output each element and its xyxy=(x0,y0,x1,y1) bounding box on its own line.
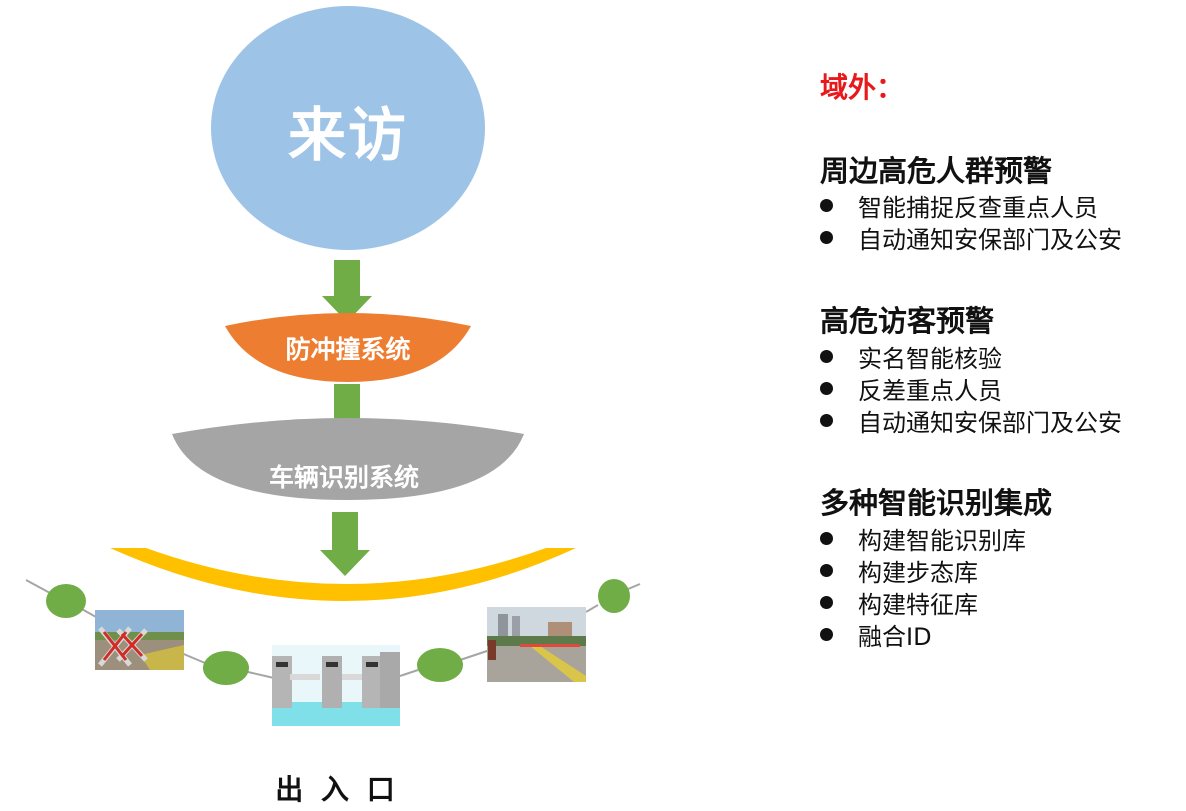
list-item-text: 自动通知安保部门及公安 xyxy=(858,409,1122,437)
list-item-text: 构建智能识别库 xyxy=(858,527,1026,555)
list-item-text: 实名智能核验 xyxy=(858,345,1002,373)
bullet-icon xyxy=(820,532,833,545)
vehicle-recognition-label: 车辆识别系统 xyxy=(268,463,419,492)
bullet-icon xyxy=(820,628,833,641)
entrance-arc-shape xyxy=(110,548,576,601)
node-circle xyxy=(203,651,249,685)
visit-label: 来访 xyxy=(287,101,408,169)
turnstile-gate-photo xyxy=(272,645,400,726)
list-item-text: 自动通知安保部门及公安 xyxy=(858,226,1122,254)
node-circle xyxy=(598,579,630,613)
list-item: 构建特征库 xyxy=(820,585,978,620)
vehicle-recognition-stage-shape xyxy=(172,418,524,500)
list-item-text: 融合ID xyxy=(858,623,932,651)
list-item-text: 反差重点人员 xyxy=(858,377,1002,405)
bullet-icon xyxy=(820,414,833,427)
bullet-icon xyxy=(820,596,833,609)
entrance-exit-label: 出 入 口 xyxy=(275,773,395,806)
arrow-down-icon xyxy=(322,260,372,322)
bullet-icon xyxy=(820,350,833,363)
connector-lines xyxy=(25,579,641,679)
bullet-icon xyxy=(820,231,833,244)
bullet-icon xyxy=(820,382,833,395)
list-item: 构建智能识别库 xyxy=(820,521,1026,556)
anti-collision-label: 防冲撞系统 xyxy=(285,335,411,364)
list-item: 融合ID xyxy=(820,617,932,652)
list-item: 自动通知安保部门及公安 xyxy=(820,403,1122,438)
list-item: 实名智能核验 xyxy=(820,339,1002,374)
section-title-recognition: 多种智能识别集成 xyxy=(820,486,1053,520)
node-circle xyxy=(417,648,463,682)
list-item: 反差重点人员 xyxy=(820,371,1002,406)
section-title-surrounding-risk: 周边高危人群预警 xyxy=(820,154,1053,188)
zone-title: 域外： xyxy=(820,71,905,104)
bullet-icon xyxy=(820,564,833,577)
list-item: 构建步态库 xyxy=(820,553,978,588)
arrow-down-icon xyxy=(320,512,370,576)
visit-circle xyxy=(211,6,485,250)
list-item-text: 构建特征库 xyxy=(858,591,978,619)
list-item: 自动通知安保部门及公安 xyxy=(820,220,1122,255)
section-title-visitor-risk: 高危访客预警 xyxy=(820,304,995,338)
gate-road-photo xyxy=(487,607,586,682)
anti-collision-stage-shape xyxy=(225,313,471,382)
node-circle xyxy=(46,584,86,618)
list-item-text: 构建步态库 xyxy=(858,559,978,587)
bullet-icon xyxy=(820,199,833,212)
list-item-text: 智能捕捉反查重点人员 xyxy=(858,194,1098,222)
barrier-fence-photo xyxy=(95,610,184,670)
list-item: 智能捕捉反查重点人员 xyxy=(820,188,1098,223)
